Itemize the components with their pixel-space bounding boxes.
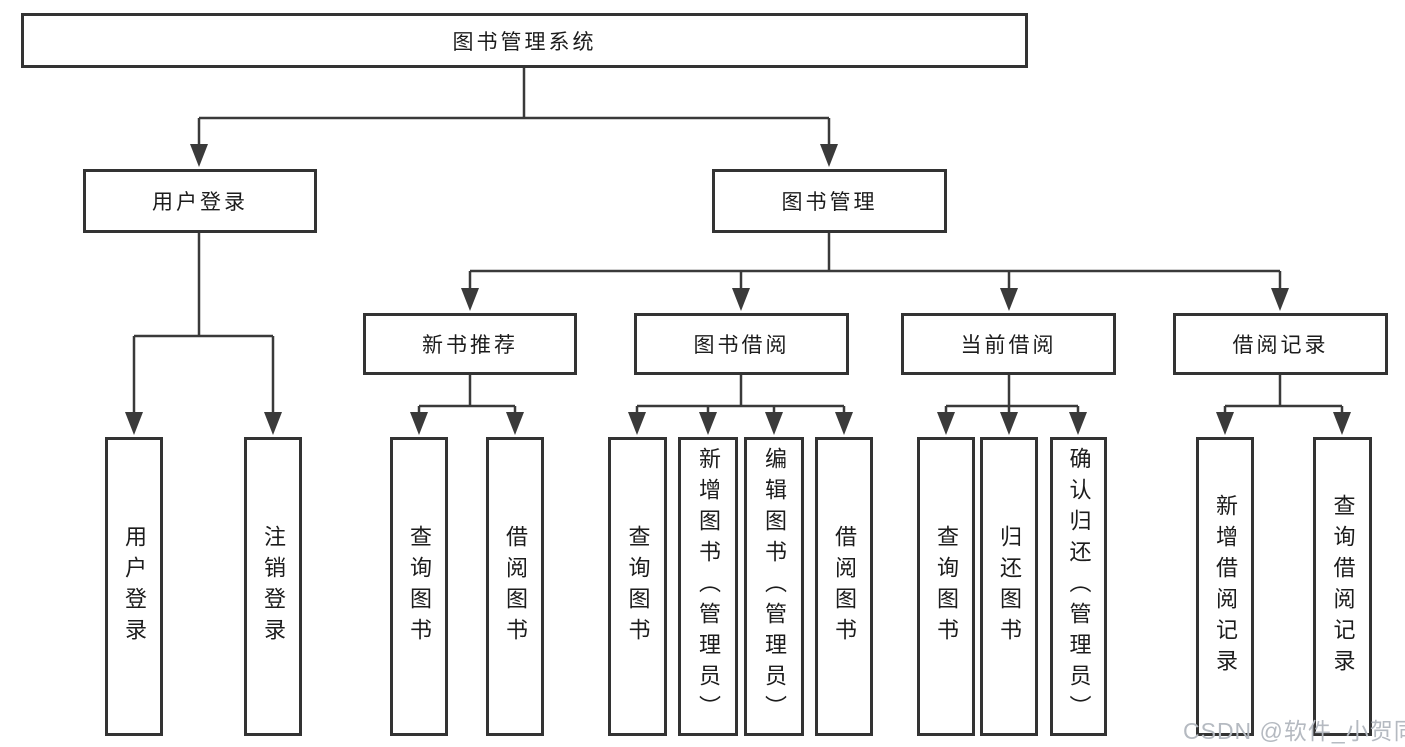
node-label: 归还图书 <box>997 524 1022 649</box>
node-label: 注销登录 <box>261 524 286 649</box>
arrow-icon <box>1069 412 1087 435</box>
arrow-icon <box>1000 412 1018 435</box>
arrow-icon <box>190 144 208 167</box>
node-leaf-query-borrow-record: 查询借阅记录 <box>1313 437 1372 736</box>
node-leaf-add-borrow-record: 新增借阅记录 <box>1196 437 1254 736</box>
arrow-icon <box>820 144 838 167</box>
node-label: 当前借阅 <box>960 334 1057 357</box>
node-label: 图书管理 <box>781 191 878 214</box>
node-label: 查询图书 <box>625 524 651 649</box>
node-leaf-query-books-2: 查询图书 <box>608 437 667 736</box>
arrow-icon <box>732 288 750 311</box>
node-leaf-borrow-books-1: 借阅图书 <box>486 437 544 736</box>
node-label: 编辑图书（管理员） <box>762 447 787 726</box>
node-library-management-system: 图书管理系统 <box>21 13 1028 68</box>
arrowheads <box>125 144 1351 435</box>
node-leaf-query-books-3: 查询图书 <box>917 437 975 736</box>
node-leaf-user-login: 用户登录 <box>105 437 163 736</box>
arrow-icon <box>765 412 783 435</box>
node-leaf-query-books-1: 查询图书 <box>390 437 448 736</box>
arrow-icon <box>461 288 479 311</box>
node-label: 用户登录 <box>152 191 248 214</box>
arrow-icon <box>125 412 143 435</box>
csdn-watermark: CSDN @软件_小贺同学 <box>1183 718 1405 744</box>
node-borrowing-records: 借阅记录 <box>1173 313 1388 375</box>
node-label: 借阅记录 <box>1232 334 1329 357</box>
node-label: 查询图书 <box>934 524 959 649</box>
node-new-book-recommendation: 新书推荐 <box>363 313 577 375</box>
arrow-icon <box>1000 288 1018 311</box>
node-label: 查询借阅记录 <box>1330 493 1356 680</box>
node-label: 查询图书 <box>407 524 432 649</box>
tree-edges <box>132 68 1344 416</box>
arrow-icon <box>937 412 955 435</box>
node-label: 借阅图书 <box>832 524 857 649</box>
node-leaf-borrow-books-2: 借阅图书 <box>815 437 873 736</box>
node-label: 用户登录 <box>122 524 147 649</box>
node-label: 确认归还（管理员） <box>1066 447 1092 726</box>
node-leaf-edit-books-admin: 编辑图书（管理员） <box>744 437 804 736</box>
node-label: 新增图书（管理员） <box>696 447 721 726</box>
node-current-borrowing: 当前借阅 <box>901 313 1116 375</box>
node-leaf-logout: 注销登录 <box>244 437 302 736</box>
node-leaf-confirm-return-admin: 确认归还（管理员） <box>1050 437 1107 736</box>
node-label: 图书借阅 <box>693 334 790 357</box>
node-label: 新增借阅记录 <box>1213 493 1238 680</box>
arrow-icon <box>628 412 646 435</box>
arrow-icon <box>264 412 282 435</box>
node-leaf-add-books-admin: 新增图书（管理员） <box>678 437 738 736</box>
arrow-icon <box>1216 412 1234 435</box>
arrow-icon <box>1271 288 1289 311</box>
arrow-icon <box>506 412 524 435</box>
node-label: 新书推荐 <box>422 334 518 357</box>
arrow-icon <box>410 412 428 435</box>
node-user-login: 用户登录 <box>83 169 317 233</box>
arrow-icon <box>835 412 853 435</box>
node-label: 图书管理系统 <box>452 30 597 54</box>
node-book-management: 图书管理 <box>712 169 947 233</box>
node-leaf-return-books: 归还图书 <box>980 437 1038 736</box>
arrow-icon <box>1333 412 1351 435</box>
node-label: 借阅图书 <box>503 524 528 649</box>
arrow-icon <box>699 412 717 435</box>
node-book-borrowing: 图书借阅 <box>634 313 849 375</box>
